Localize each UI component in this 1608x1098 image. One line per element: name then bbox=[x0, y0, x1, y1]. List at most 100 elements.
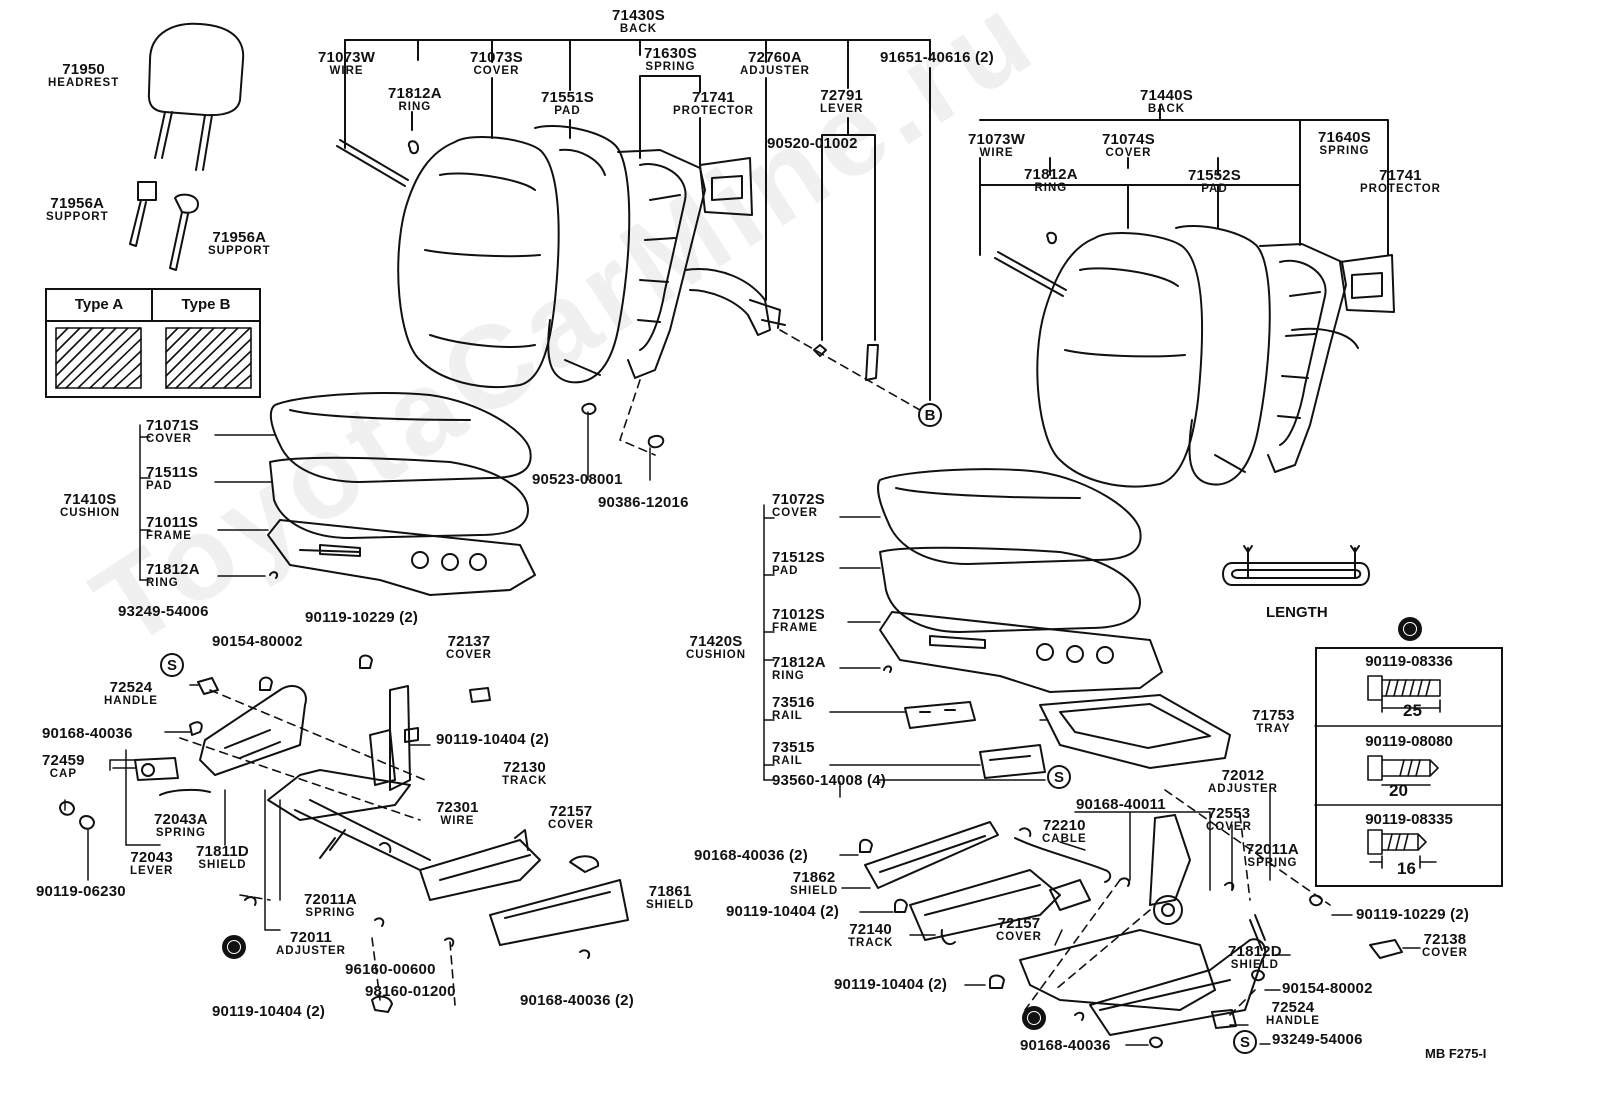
part-description: HANDLE bbox=[1266, 1015, 1320, 1027]
part-number: 71551S bbox=[541, 89, 594, 106]
part-label: 90386-12016 bbox=[598, 495, 689, 511]
part-number: 72301 bbox=[436, 799, 479, 816]
part-description: SHIELD bbox=[790, 885, 839, 897]
part-number: 71011S bbox=[146, 514, 199, 531]
part-label: 91651-40616 (2) bbox=[880, 50, 994, 66]
part-description: SUPPORT bbox=[46, 211, 109, 223]
part-label: 90119-10404 (2) bbox=[834, 977, 947, 993]
part-number: 72524 bbox=[109, 679, 153, 696]
part-number: 90168-40011 bbox=[1076, 796, 1166, 813]
bolt-length: 20 bbox=[1389, 781, 1408, 800]
part-number: 90119-10404 (2) bbox=[212, 1003, 326, 1020]
part-description: PAD bbox=[1201, 183, 1228, 195]
part-description: HANDLE bbox=[104, 695, 158, 707]
part-number: 90119-10404 (2) bbox=[726, 903, 840, 920]
support-71956A bbox=[129, 181, 199, 271]
part-number: 72157 bbox=[997, 915, 1041, 932]
part-number: 90523-08001 bbox=[532, 471, 623, 488]
part-description: SHIELD bbox=[1230, 959, 1279, 971]
part-number: 73516 bbox=[772, 694, 815, 711]
part-description: CUSHION bbox=[60, 507, 121, 519]
part-number: 71640S bbox=[1318, 129, 1371, 146]
cushion-right bbox=[877, 468, 1231, 779]
marker-s: S bbox=[1047, 765, 1071, 789]
marker-black-dot bbox=[1022, 1006, 1046, 1030]
part-description: SPRING bbox=[1319, 145, 1370, 157]
part-description: COVER bbox=[996, 931, 1042, 943]
part-description: COVER bbox=[146, 433, 192, 445]
part-label: 90523-08001 bbox=[532, 472, 623, 488]
part-label: 93249-54006 bbox=[118, 604, 209, 620]
part-number: 71812A bbox=[772, 654, 826, 671]
part-description: FRAME bbox=[146, 530, 192, 542]
part-label: 90168-40036 bbox=[42, 726, 133, 742]
part-number: 72210 bbox=[1042, 817, 1086, 834]
bolt-part-number: 90119-08335 bbox=[1365, 811, 1453, 828]
part-description: ADJUSTER bbox=[276, 945, 346, 957]
part-label: 93249-54006 bbox=[1272, 1032, 1363, 1048]
assembly-lines bbox=[179, 329, 1331, 1016]
part-description: TRACK bbox=[848, 937, 894, 949]
part-number: 90119-10229 (2) bbox=[1356, 906, 1470, 923]
bolt-part-number: 90119-08336 bbox=[1365, 653, 1453, 670]
part-number: 90168-40036 bbox=[1020, 1037, 1111, 1054]
part-number: 71073S bbox=[470, 49, 523, 66]
part-number: 90154-80002 bbox=[212, 633, 303, 650]
bolt-row: 90119-08336 25 bbox=[1317, 649, 1501, 727]
part-number: 91651-40616 (2) bbox=[880, 49, 994, 66]
bolt-length: 16 bbox=[1397, 859, 1416, 878]
part-description: CUSHION bbox=[686, 649, 747, 661]
part-number: 73515 bbox=[772, 739, 815, 756]
part-number: 71753 bbox=[1252, 707, 1295, 724]
part-number: 90168-40036 (2) bbox=[694, 847, 808, 864]
part-number: 93560-14008 (4) bbox=[772, 772, 886, 789]
part-number: 72553 bbox=[1207, 805, 1251, 822]
part-description: SPRING bbox=[305, 907, 356, 919]
part-number: 71552S bbox=[1188, 167, 1241, 184]
part-description: RING bbox=[146, 577, 179, 589]
part-description: PAD bbox=[772, 565, 799, 577]
part-description: WIRE bbox=[979, 147, 1014, 159]
part-description: PROTECTOR bbox=[673, 105, 754, 117]
part-description: CAP bbox=[49, 768, 77, 780]
part-number: 71950 bbox=[62, 61, 105, 78]
part-label: 96160-00600 bbox=[345, 962, 436, 978]
bolt-row: 90119-08080 20 bbox=[1317, 729, 1501, 807]
part-number: 71512S bbox=[772, 549, 825, 566]
part-description: HEADREST bbox=[48, 77, 120, 89]
part-number: 71012S bbox=[772, 606, 825, 623]
part-label: 90168-40036 bbox=[1020, 1038, 1111, 1054]
leaders-left bbox=[64, 411, 841, 931]
part-number: 71812D bbox=[1228, 943, 1282, 960]
part-description: SHIELD bbox=[198, 859, 247, 871]
part-label: 90168-40036 (2) bbox=[694, 848, 808, 864]
part-number: 71741 bbox=[692, 89, 735, 106]
part-description: COVER bbox=[772, 507, 818, 519]
part-description: PAD bbox=[554, 105, 581, 117]
part-number: 71956A bbox=[212, 229, 267, 246]
seat-back-left bbox=[336, 125, 879, 388]
part-description: RING bbox=[398, 101, 432, 113]
